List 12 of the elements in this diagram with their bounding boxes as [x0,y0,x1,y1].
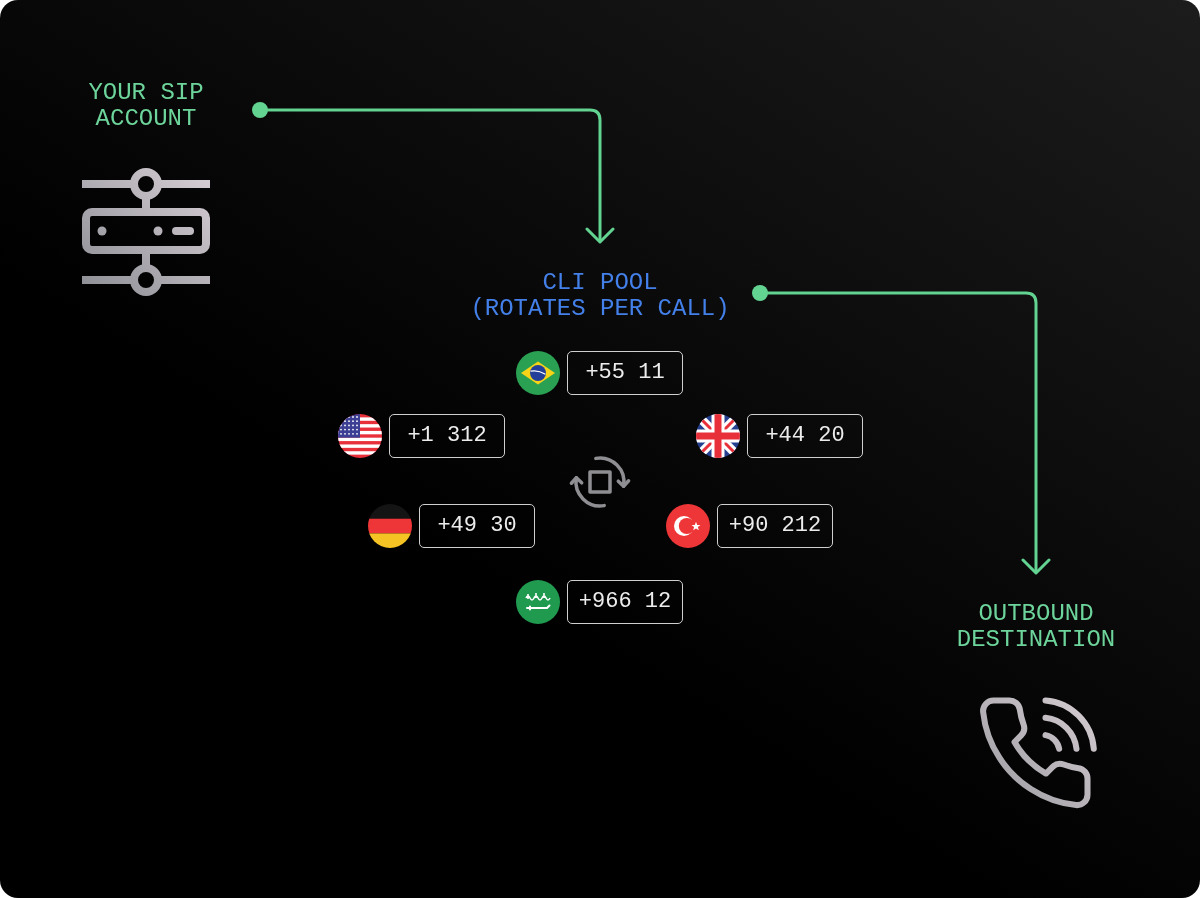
pool-subtitle: (ROTATES PER CALL) [470,296,730,322]
source-label: YOUR SIP ACCOUNT [87,80,205,132]
destination-label: OUTBOUND DESTINATION [955,601,1117,653]
pool-heading: CLI POOL [542,270,658,296]
connector-arrow [252,102,615,244]
phone-number-box: +1 312 [389,414,505,458]
phone-number-box: +49 30 [419,504,535,548]
phone-number-box: +966 12 [567,580,683,624]
connector-arrow [752,285,1051,575]
phone-number-box: +90 212 [717,504,833,548]
phone-number-box: +44 20 [747,414,863,458]
phone-number-box: +55 11 [567,351,683,395]
